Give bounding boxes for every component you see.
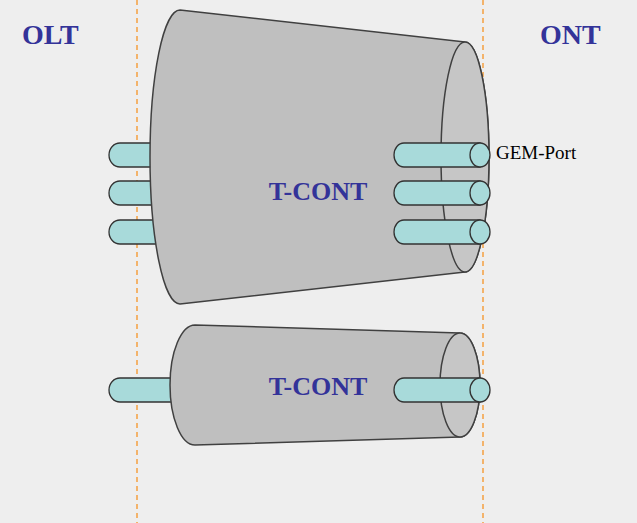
gem-port-tube [394, 181, 480, 205]
gem-port-end [470, 143, 490, 167]
node-title: T-CONT [269, 178, 368, 207]
cylinder-outline [148, 6, 493, 308]
t-cont-cylinder: T-CONT [168, 322, 488, 450]
node-title: T-CONT [269, 373, 368, 402]
side-label: OLT [22, 20, 79, 51]
gem-port-tube [394, 143, 480, 167]
gem-port-end [470, 181, 490, 205]
t-cont-cylinder: T-CONT [148, 6, 493, 308]
gem-port-end [470, 220, 490, 244]
cylinder-body [170, 325, 480, 445]
gem-port-end [470, 378, 490, 402]
gem-port-tube [394, 220, 480, 244]
cylinder-body [150, 10, 489, 304]
side-label: ONT [540, 20, 601, 51]
port-label: GEM-Port [496, 143, 576, 164]
gem-port-tube [394, 378, 480, 402]
boundary-line [136, 0, 138, 523]
